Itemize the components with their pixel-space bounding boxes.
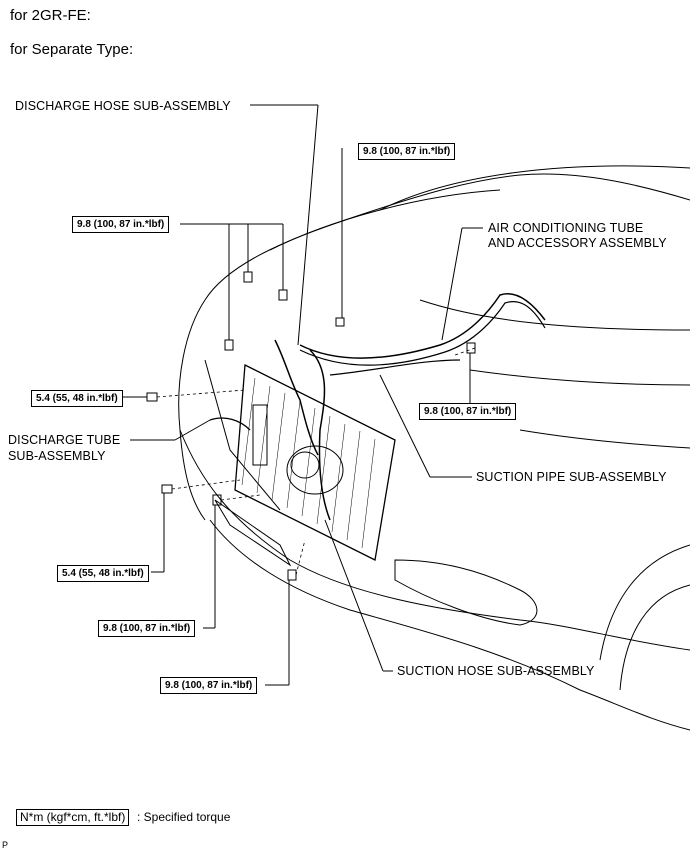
- label-suction-pipe: SUCTION PIPE SUB-ASSEMBLY: [476, 470, 667, 484]
- torque-box-left-low: 5.4 (55, 48 in.*lbf): [57, 565, 149, 582]
- body-side-line-3: [519, 429, 690, 449]
- front-opening: [204, 359, 281, 511]
- bumper-lower: [209, 519, 690, 731]
- receiver-tank: [252, 404, 268, 466]
- label-ac-tube-line2: AND ACCESSORY ASSEMBLY: [488, 236, 667, 250]
- hood-inner-line: [269, 189, 501, 251]
- headlight-outline: [394, 559, 538, 626]
- discharge-tube: [209, 417, 251, 431]
- torque-box-top-left: 9.8 (100, 87 in.*lbf): [72, 216, 170, 233]
- ac-tube-2: [299, 301, 546, 366]
- label-discharge-tube-line1: DISCHARGE TUBE: [8, 433, 121, 447]
- windshield-line: [379, 165, 690, 211]
- label-discharge-hose: DISCHARGE HOSE SUB-ASSEMBLY: [15, 99, 231, 113]
- torque-box-top-center: 9.8 (100, 87 in.*lbf): [358, 143, 456, 160]
- torque-box-bottom-1: 9.8 (100, 87 in.*lbf): [98, 620, 196, 637]
- bumper-outline: [179, 429, 690, 651]
- grille-outline: [214, 499, 292, 567]
- suction-hose: [309, 349, 331, 521]
- wheel-arch: [599, 544, 690, 661]
- condenser-frame: [234, 363, 396, 561]
- bolts: [146, 271, 476, 581]
- torque-box-bottom-2: 9.8 (100, 87 in.*lbf): [160, 677, 258, 694]
- legend-torque-box: N*m (kgf*cm, ft.*lbf): [16, 809, 130, 826]
- legend-description: : Specified torque: [137, 810, 231, 824]
- label-suction-hose: SUCTION HOSE SUB-ASSEMBLY: [397, 664, 595, 678]
- torque-box-right: 9.8 (100, 87 in.*lbf): [419, 403, 517, 420]
- compressor-pulley: [290, 451, 320, 479]
- ac-tube: [299, 293, 546, 359]
- hood-outline: [204, 173, 690, 301]
- body-side-line-2: [469, 369, 690, 386]
- suction-pipe: [329, 359, 461, 376]
- label-ac-tube-line1: AIR CONDITIONING TUBE: [488, 221, 644, 235]
- discharge-hose: [274, 339, 319, 456]
- header-line-1: for 2GR-FE:: [10, 7, 91, 24]
- label-discharge-tube-line2: SUB-ASSEMBLY: [8, 449, 106, 463]
- compressor-body: [286, 445, 344, 495]
- wheel-arch-inner: [619, 584, 690, 691]
- body-side-line: [419, 299, 690, 331]
- torque-box-left-mid: 5.4 (55, 48 in.*lbf): [31, 390, 123, 407]
- header-line-2: for Separate Type:: [10, 41, 134, 58]
- fender-line: [178, 299, 206, 521]
- corner-code: P: [2, 840, 9, 850]
